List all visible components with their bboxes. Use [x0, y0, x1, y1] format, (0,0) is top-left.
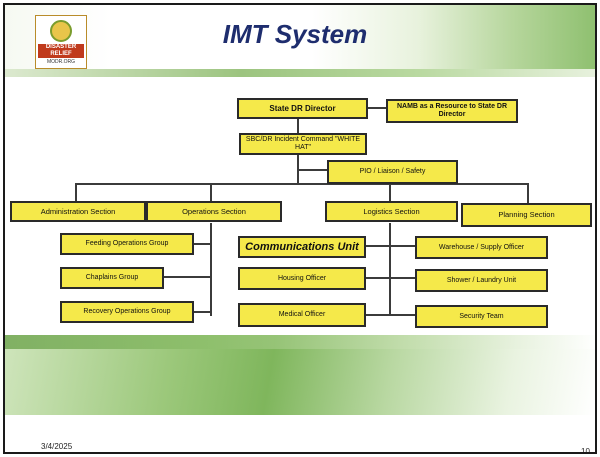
connector-logistics-trunk	[389, 223, 391, 316]
recovery-operations-group-box: Recovery Operations Group	[60, 301, 194, 323]
connector-drop-operations	[210, 183, 212, 201]
incident-command-box: SBC/DR Incident Command "WHITE HAT"	[239, 133, 367, 155]
logo-line1: DISASTER RELIEF	[45, 44, 77, 57]
header-band	[5, 5, 595, 77]
chaplains-group-box: Chaplains Group	[60, 267, 164, 289]
slide: DISASTER RELIEF MISSOURI MODR.ORG IMT Sy…	[3, 3, 597, 454]
page-number: 10	[581, 447, 590, 454]
connector-communications	[365, 245, 415, 247]
administration-section-box: Administration Section	[10, 201, 146, 222]
connector-housing	[365, 277, 415, 279]
connector-director-to-namb	[368, 107, 386, 109]
footer-date: 3/4/2025	[41, 442, 73, 451]
connector-drop-logistics	[389, 183, 391, 201]
feeding-operations-group-box: Feeding Operations Group	[60, 233, 194, 255]
footer-band	[5, 335, 595, 415]
missouri-dr-logo: DISASTER RELIEF MISSOURI MODR.ORG	[35, 15, 87, 69]
logo-line3: MODR.ORG	[46, 59, 76, 65]
pio-liaison-safety-box: PIO / Liaison / Safety	[327, 160, 458, 184]
planning-section-box: Planning Section	[461, 203, 592, 227]
state-dr-director-box: State DR Director	[237, 98, 368, 119]
sun-icon	[50, 20, 72, 42]
connector-medical	[365, 314, 415, 316]
connector-drop-planning	[527, 183, 529, 203]
medical-officer-box: Medical Officer	[238, 303, 366, 327]
logo-line2: MISSOURI	[43, 58, 79, 65]
connector-drop-admin	[75, 183, 77, 201]
connector-sections-bus	[75, 183, 527, 185]
logistics-section-box: Logistics Section	[325, 201, 458, 222]
communications-unit-box: Communications Unit	[238, 236, 366, 258]
connector-chaplains	[163, 276, 211, 278]
security-team-box: Security Team	[415, 305, 548, 328]
operations-section-box: Operations Section	[146, 201, 282, 222]
connector-director-to-command	[297, 117, 299, 133]
namb-resource-box: NAMB as a Resource to State DR Director	[386, 99, 518, 123]
slide-title: IMT System	[222, 19, 368, 49]
connector-recovery	[193, 311, 211, 313]
housing-officer-box: Housing Officer	[238, 267, 366, 290]
logo-banner: DISASTER RELIEF MISSOURI	[38, 44, 84, 65]
connector-feeding	[193, 243, 211, 245]
warehouse-supply-officer-box: Warehouse / Supply Officer	[415, 236, 548, 259]
connector-operations-trunk	[210, 223, 212, 316]
shower-laundry-unit-box: Shower / Laundry Unit	[415, 269, 548, 292]
connector-to-pio	[297, 169, 327, 171]
